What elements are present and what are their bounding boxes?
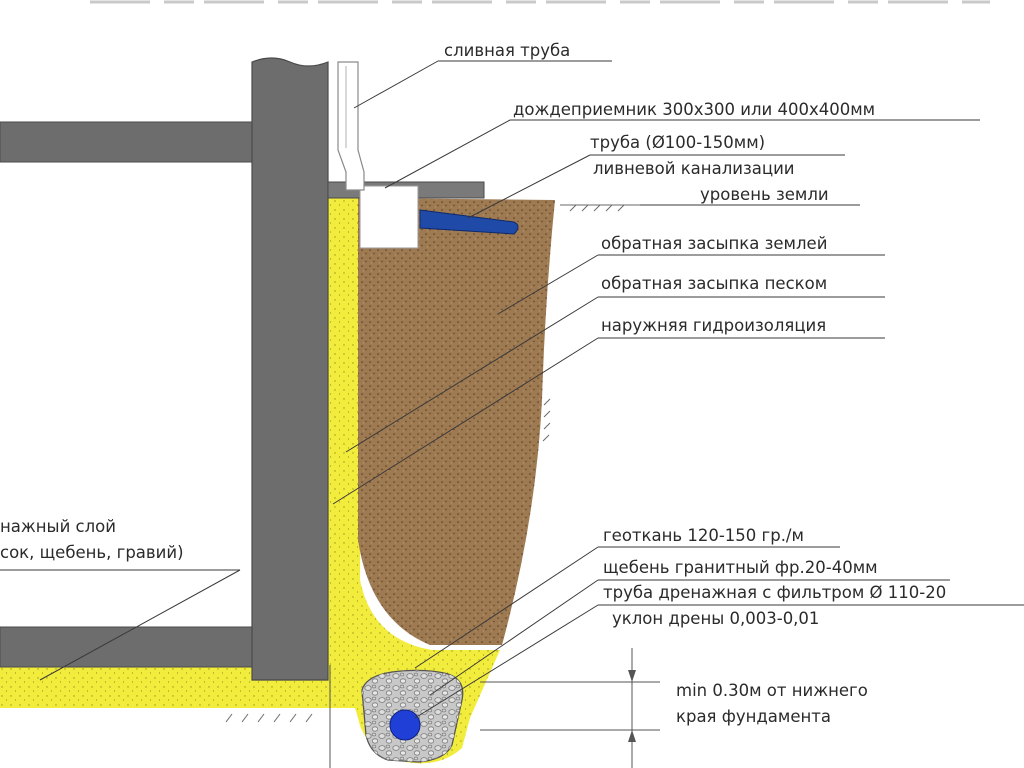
rain-inlet-box	[359, 185, 419, 249]
label-backfill-sand: обратная засыпка песком	[601, 274, 827, 293]
label-storm-sewer: ливневой канализации	[593, 159, 795, 178]
soil-texture	[358, 198, 555, 645]
label-slope: уклон дрены 0,003-0,01	[612, 609, 819, 628]
label-min-depth-line2: края фундамента	[676, 707, 831, 726]
storm-sewer-pipe	[419, 209, 519, 235]
sand-texture	[0, 196, 500, 764]
label-drain-layer-line2: сок, щебень, гравий)	[0, 543, 184, 562]
label-drain-pipe-filter: труба дренажная с фильтром Ø 110-20	[603, 583, 946, 602]
upper-floor-slab	[0, 121, 253, 163]
foundation-wall	[251, 57, 329, 681]
label-backfill-soil: обратная засыпка землей	[601, 234, 827, 253]
label-rain-inlet: дождеприемник 300x300 или 400x400мм	[513, 100, 875, 119]
label-crushed-stone: щебень гранитный фр.20-40мм	[603, 558, 878, 577]
label-drain-pipe: сливная труба	[444, 41, 570, 60]
label-ground-level: уровень земли	[700, 185, 829, 204]
ground-hatching	[225, 204, 640, 723]
label-waterproofing: наружняя гидроизоляция	[601, 316, 826, 335]
label-pipe-size: труба (Ø100-150мм)	[590, 133, 765, 152]
label-geotextile: геоткань 120-150 гр./м	[603, 526, 804, 545]
label-min-depth-line1: min 0.30м от нижнего	[676, 681, 868, 700]
leader-lines	[0, 60, 1024, 768]
label-drain-layer-line1: нажный слой	[0, 517, 116, 536]
drain-pipe-circle	[389, 709, 421, 741]
downspout-pipe	[337, 61, 365, 191]
